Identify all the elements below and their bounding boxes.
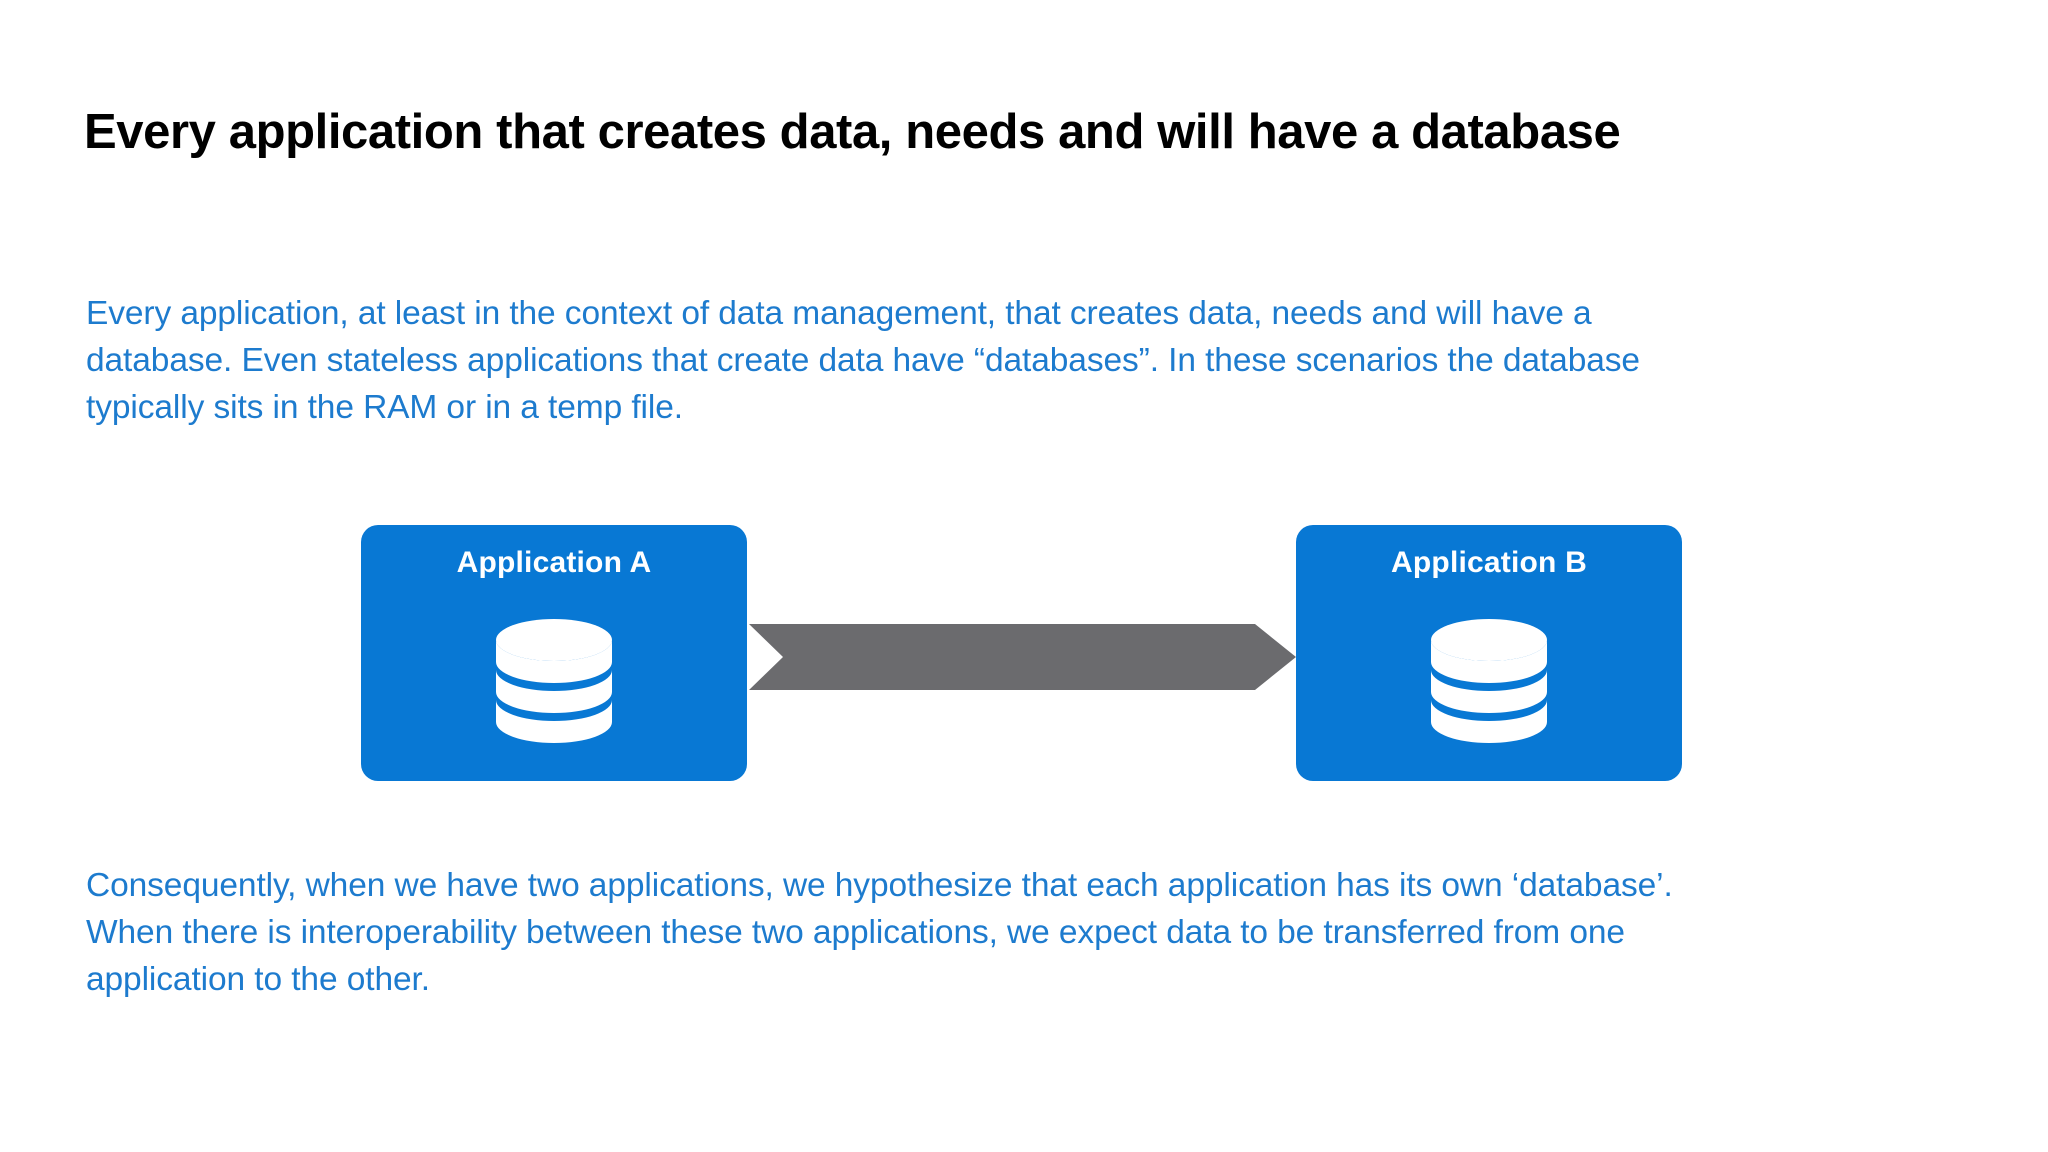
data-flow-arrow[interactable] — [749, 624, 1296, 690]
page-title: Every application that creates data, nee… — [84, 105, 1621, 159]
application-a-label: Application A — [456, 546, 652, 579]
chevron-arrow-right-icon — [749, 624, 1296, 690]
database-icon — [496, 619, 612, 743]
conclusion-paragraph-line-3: application to the other. — [86, 961, 430, 998]
intro-paragraph-line-3: typically sits in the RAM or in a temp f… — [86, 389, 683, 426]
intro-paragraph: Every application, at least in the conte… — [86, 290, 1916, 431]
intro-paragraph-line-2: database. Even stateless applications th… — [86, 342, 1640, 379]
intro-paragraph-line-1: Every application, at least in the conte… — [86, 295, 1592, 332]
conclusion-paragraph-line-1: Consequently, when we have two applicati… — [86, 867, 1673, 904]
application-a-node[interactable]: Application A — [361, 525, 747, 781]
application-b-label: Application B — [1391, 546, 1587, 579]
database-icon — [1431, 619, 1547, 743]
application-b-node[interactable]: Application B — [1296, 525, 1682, 781]
conclusion-paragraph-line-2: When there is interoperability between t… — [86, 914, 1625, 951]
conclusion-paragraph: Consequently, when we have two applicati… — [86, 862, 1986, 1003]
